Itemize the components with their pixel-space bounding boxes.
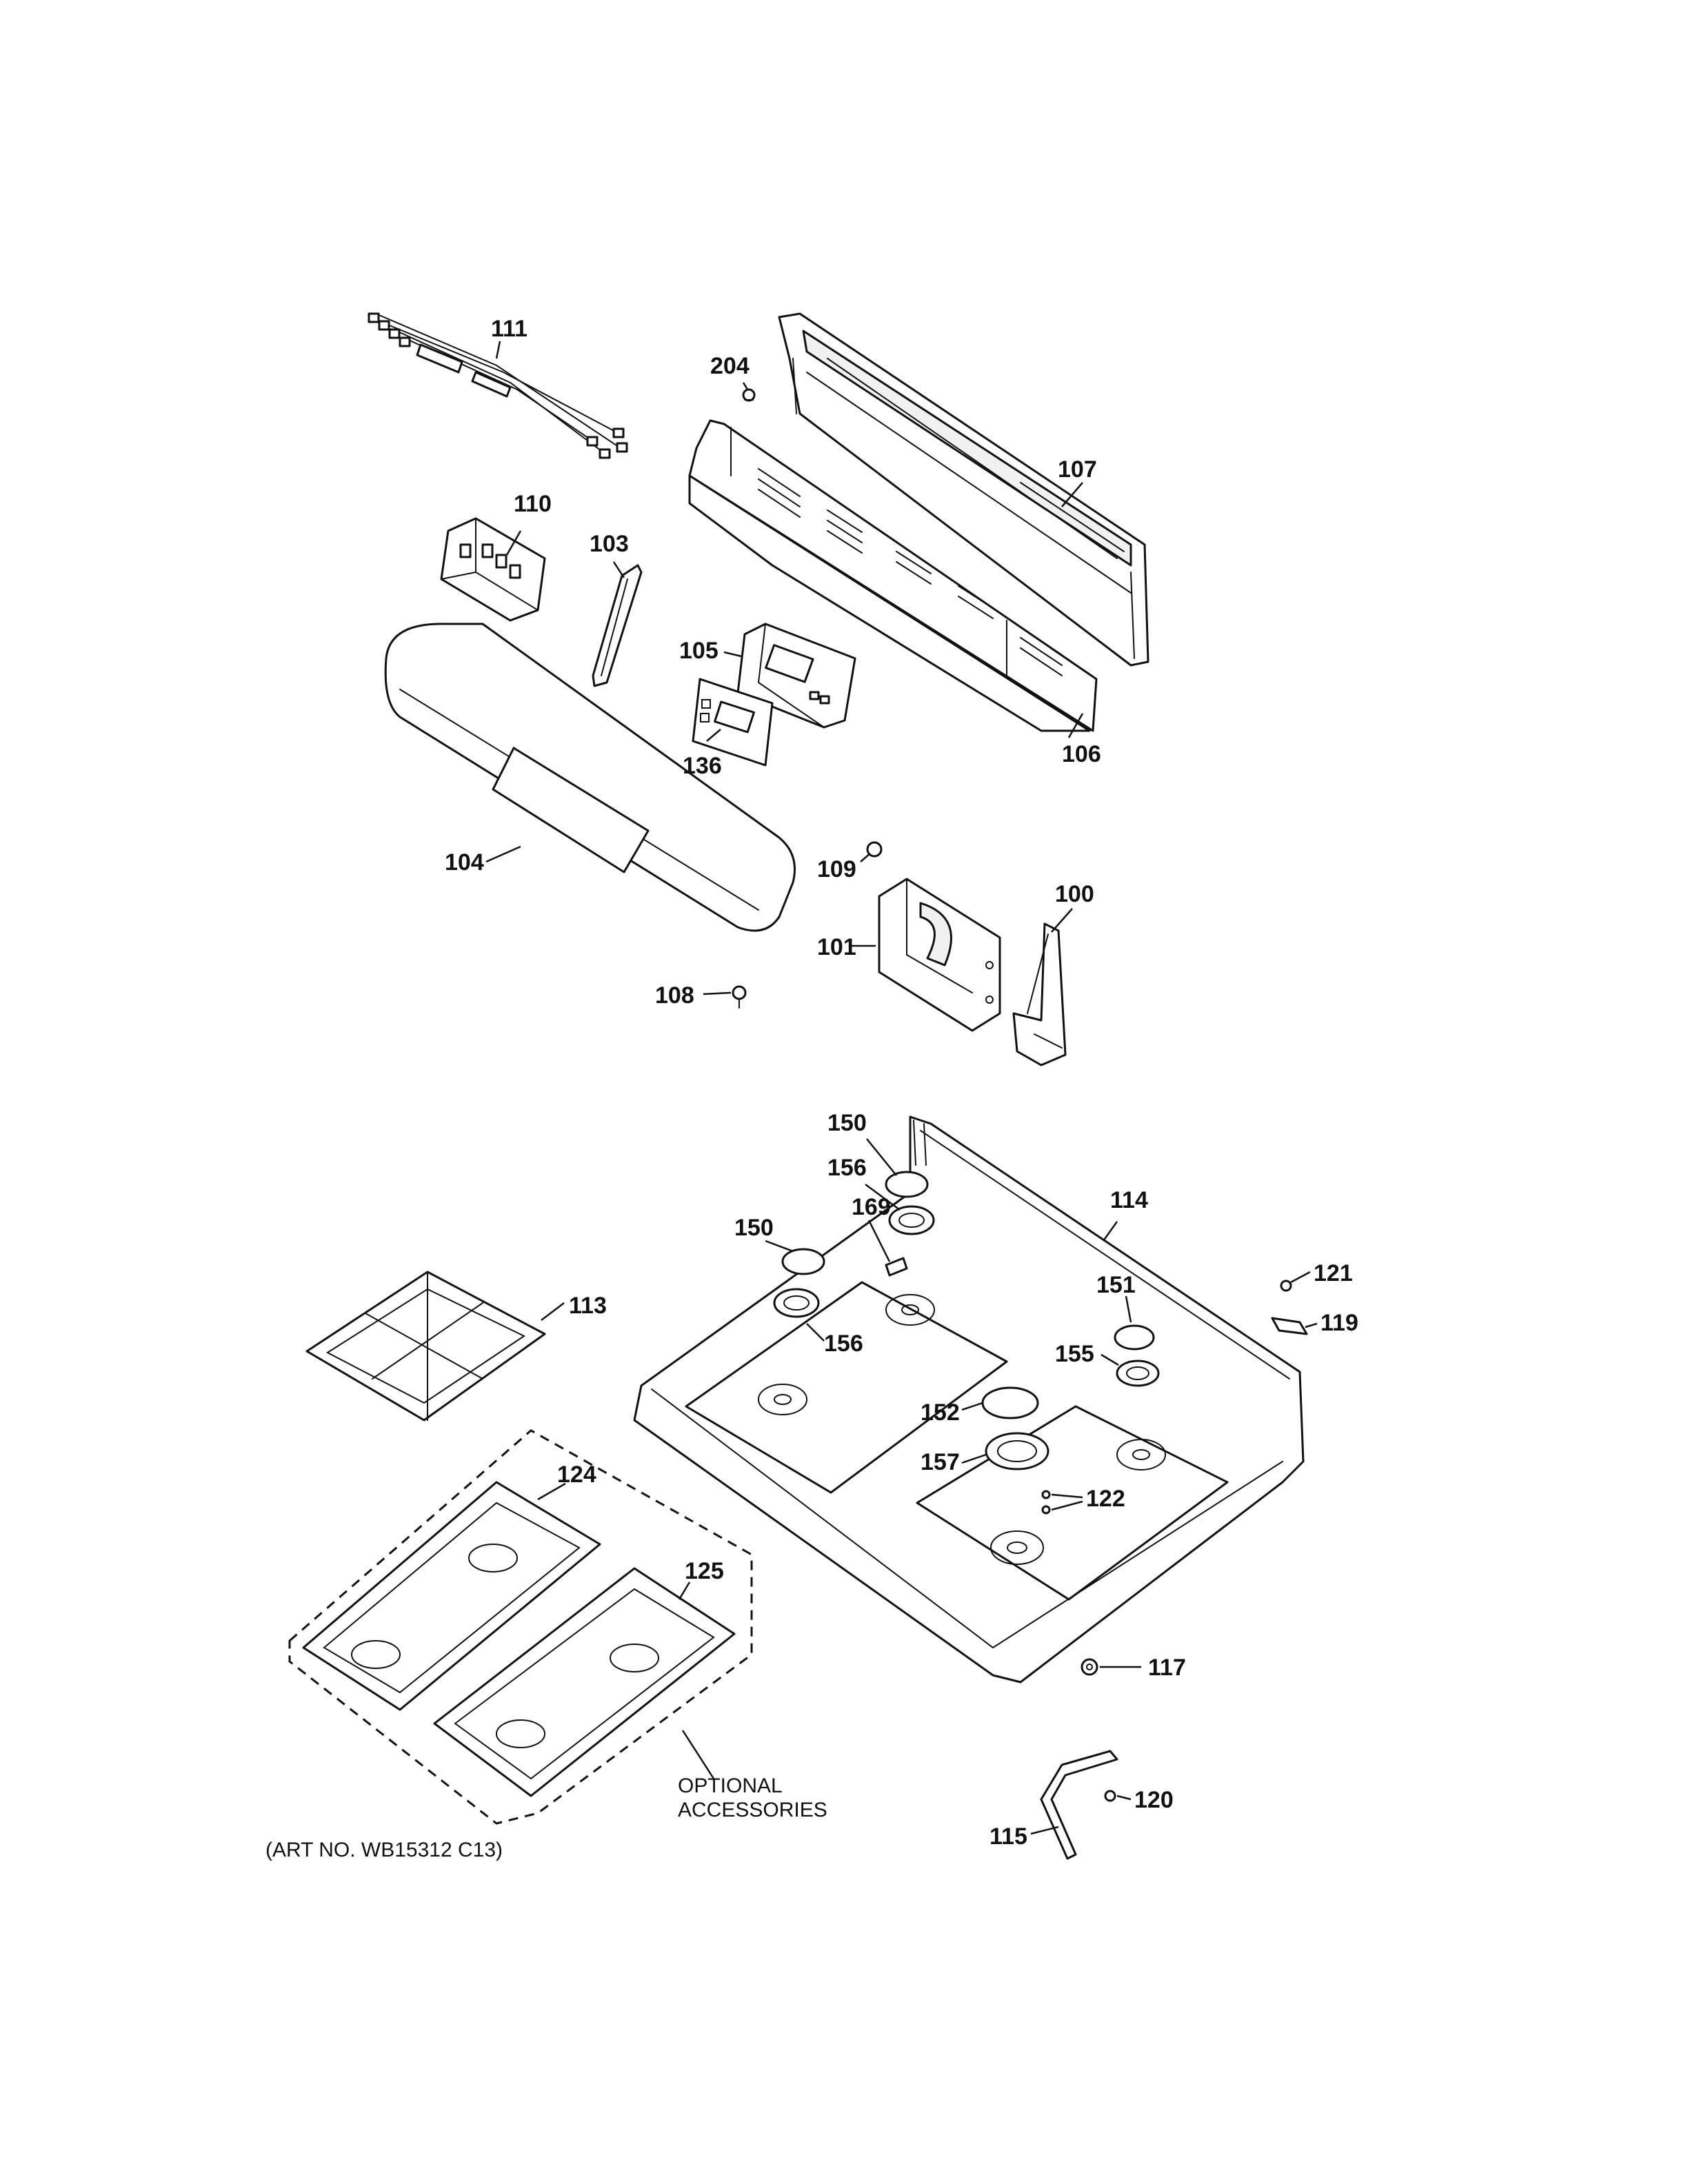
callout-103[interactable]: 103 xyxy=(590,531,629,557)
side-bracket-100[interactable] xyxy=(1012,922,1067,1066)
screw-120[interactable] xyxy=(1104,1790,1116,1802)
callout-113[interactable]: 113 xyxy=(569,1293,607,1319)
callout-155[interactable]: 155 xyxy=(1055,1341,1094,1367)
callout-119[interactable]: 119 xyxy=(1320,1310,1358,1336)
overlay-136[interactable] xyxy=(692,678,774,767)
callout-150-rear[interactable]: 150 xyxy=(827,1110,867,1136)
callout-106[interactable]: 106 xyxy=(1062,741,1101,767)
drip-pan-124[interactable] xyxy=(302,1481,601,1711)
screw-108[interactable] xyxy=(732,985,747,1009)
callout-108[interactable]: 108 xyxy=(655,982,694,1009)
art-number: (ART NO. WB15312 C13) xyxy=(265,1839,503,1861)
gas-tube-115[interactable] xyxy=(1040,1750,1118,1860)
drip-pan-125[interactable] xyxy=(433,1567,736,1797)
screws-122[interactable] xyxy=(1041,1490,1051,1515)
backguard-frame-107[interactable] xyxy=(778,312,1149,667)
callout-111[interactable]: 111 xyxy=(491,316,528,342)
bracket-119[interactable] xyxy=(1271,1317,1308,1335)
screw-204[interactable] xyxy=(742,388,756,402)
callout-105[interactable]: 105 xyxy=(679,638,719,664)
screw-121[interactable] xyxy=(1280,1280,1292,1292)
screw-109[interactable] xyxy=(866,841,883,858)
igniter-169[interactable] xyxy=(885,1257,908,1277)
callout-104[interactable]: 104 xyxy=(445,849,484,876)
callout-122[interactable]: 122 xyxy=(1086,1486,1125,1512)
burner-cap-151[interactable] xyxy=(1114,1324,1155,1351)
burner-cap-150-rear[interactable] xyxy=(885,1171,929,1198)
callout-120[interactable]: 120 xyxy=(1134,1787,1174,1813)
burner-head-156-front[interactable] xyxy=(773,1288,820,1318)
control-panel-104[interactable] xyxy=(384,623,796,932)
burner-cap-150-front[interactable] xyxy=(781,1248,825,1275)
callout-136[interactable]: 136 xyxy=(683,753,722,779)
callout-152[interactable]: 152 xyxy=(921,1399,960,1426)
callout-115[interactable]: 115 xyxy=(989,1823,1027,1850)
callout-labels: 111 204 107 110 103 105 136 106 104 109 … xyxy=(445,316,1358,1850)
optional-note-line2: ACCESSORIES xyxy=(678,1799,827,1821)
wire-harness-111[interactable] xyxy=(368,312,628,459)
callout-157[interactable]: 157 xyxy=(921,1449,960,1475)
callout-156-front[interactable]: 156 xyxy=(824,1331,863,1357)
callout-169[interactable]: 169 xyxy=(852,1194,891,1220)
bracket-101[interactable] xyxy=(878,878,1001,1032)
callout-150-front[interactable]: 150 xyxy=(734,1215,774,1241)
callout-121[interactable]: 121 xyxy=(1314,1260,1353,1286)
nut-117[interactable] xyxy=(1081,1658,1098,1676)
burner-head-155[interactable] xyxy=(1116,1359,1160,1387)
vent-slots-left xyxy=(758,468,1063,676)
burner-head-156-rear[interactable] xyxy=(888,1205,935,1235)
burner-cap-152[interactable] xyxy=(981,1386,1039,1419)
rear-panel-106[interactable] xyxy=(688,419,1098,732)
callout-109[interactable]: 109 xyxy=(817,856,856,882)
leader-lines xyxy=(485,341,1318,1835)
burner-head-157[interactable] xyxy=(985,1432,1049,1470)
cooktop-114[interactable] xyxy=(633,1115,1305,1684)
optional-accessories-outline xyxy=(288,1429,753,1825)
callout-110[interactable]: 110 xyxy=(514,491,552,517)
grate-113[interactable] xyxy=(305,1271,546,1422)
callout-124[interactable]: 124 xyxy=(557,1462,596,1488)
callout-101[interactable]: 101 xyxy=(817,934,856,960)
callout-114[interactable]: 114 xyxy=(1110,1187,1148,1213)
callout-204[interactable]: 204 xyxy=(710,353,750,379)
callout-156-rear[interactable]: 156 xyxy=(827,1155,867,1181)
callout-117[interactable]: 117 xyxy=(1148,1655,1186,1681)
callout-151[interactable]: 151 xyxy=(1096,1272,1136,1298)
control-box-110[interactable] xyxy=(440,517,546,622)
callout-107[interactable]: 107 xyxy=(1058,456,1097,483)
callout-125[interactable]: 125 xyxy=(685,1558,724,1584)
bracket-103[interactable] xyxy=(592,564,643,687)
optional-note-line1: OPTIONAL xyxy=(678,1775,783,1797)
callout-100[interactable]: 100 xyxy=(1055,881,1094,907)
